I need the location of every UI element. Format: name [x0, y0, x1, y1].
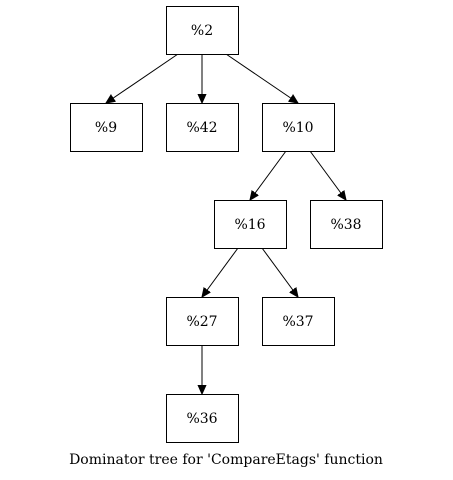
node-box	[166, 297, 239, 346]
node-box	[166, 103, 239, 152]
diagram-caption: Dominator tree for 'CompareEtags' functi…	[69, 452, 383, 468]
node-box	[70, 103, 143, 152]
nodes-layer: %2 %9 %42 %10 %16 %38 %27 %37 %36	[70, 6, 383, 443]
tree-node-n2: %2	[166, 6, 239, 55]
edge-n10-to-n16	[250, 150, 287, 200]
node-box	[166, 394, 239, 443]
tree-node-n27: %27	[166, 297, 239, 346]
node-box	[262, 103, 335, 152]
edges-layer	[106, 53, 346, 394]
node-label: %10	[282, 120, 313, 136]
node-box	[166, 6, 239, 55]
tree-node-n36: %36	[166, 394, 239, 443]
edge-n16-to-n27	[202, 247, 239, 297]
node-label: %38	[330, 217, 361, 233]
edge-n10-to-n38	[309, 150, 346, 200]
tree-node-n10: %10	[262, 103, 335, 152]
node-box	[214, 200, 287, 249]
node-box	[262, 297, 335, 346]
tree-node-n38: %38	[310, 200, 383, 249]
node-label: %37	[282, 314, 313, 330]
tree-node-n16: %16	[214, 200, 287, 249]
node-box	[310, 200, 383, 249]
tree-node-n42: %42	[166, 103, 239, 152]
edge-n16-to-n37	[261, 247, 298, 297]
node-label: %42	[186, 120, 217, 136]
node-label: %36	[186, 411, 217, 427]
tree-node-n9: %9	[70, 103, 143, 152]
edge-n2-to-n10	[225, 53, 298, 103]
edge-n2-to-n9	[106, 53, 179, 103]
node-label: %27	[186, 314, 217, 330]
tree-node-n37: %37	[262, 297, 335, 346]
node-label: %9	[95, 120, 117, 136]
node-label: %2	[191, 23, 213, 39]
node-label: %16	[234, 217, 265, 233]
